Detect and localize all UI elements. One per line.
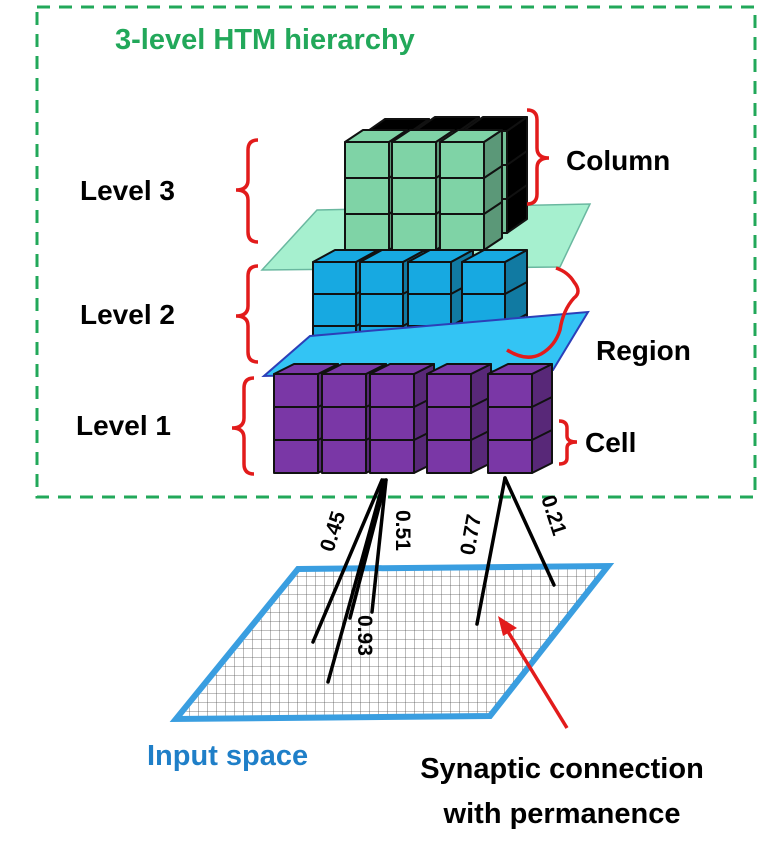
cell-cube bbox=[321, 373, 367, 408]
level2-bracket bbox=[235, 264, 259, 364]
cell-bracket bbox=[558, 419, 578, 466]
column-bracket bbox=[526, 108, 550, 206]
level1-label: Level 1 bbox=[76, 410, 171, 441]
cell-cube bbox=[487, 373, 533, 408]
cell-cube bbox=[439, 213, 485, 251]
cell-cube bbox=[359, 261, 404, 295]
synapse-line bbox=[348, 478, 388, 620]
synapse-caption-line1: Synaptic connection bbox=[420, 753, 704, 785]
cell-cube bbox=[461, 261, 506, 295]
cell-cube bbox=[426, 439, 472, 474]
synapse-arrow bbox=[505, 629, 569, 729]
cell-cube bbox=[391, 213, 437, 251]
synapse-line bbox=[326, 478, 386, 684]
cell-cube bbox=[273, 406, 319, 441]
column-side-face bbox=[483, 129, 503, 251]
synapse-caption-line2: with permanence bbox=[443, 798, 681, 830]
cell-edge bbox=[531, 429, 553, 441]
synapse-line bbox=[475, 476, 507, 626]
cell-edge bbox=[531, 396, 553, 408]
arrow-head-icon bbox=[498, 616, 517, 636]
level3-columns bbox=[344, 116, 528, 251]
synapse-line bbox=[503, 476, 556, 587]
cell-cube bbox=[407, 293, 452, 327]
input-space-grid bbox=[169, 562, 615, 723]
cell-cube bbox=[273, 373, 319, 408]
diagram-title: 3-level HTM hierarchy bbox=[115, 24, 415, 56]
cell-edge bbox=[506, 184, 528, 200]
column-side-face bbox=[506, 116, 528, 234]
cell-cube bbox=[369, 406, 415, 441]
cell-cube bbox=[439, 177, 485, 215]
region-label: Region bbox=[596, 335, 691, 366]
cell-edge bbox=[483, 201, 503, 215]
permanence-value: 0.93 bbox=[353, 615, 376, 656]
permanence-value: 0.21 bbox=[536, 492, 571, 538]
synapse-line bbox=[311, 478, 384, 644]
cell-cube bbox=[487, 406, 533, 441]
permanence-value: 0.77 bbox=[456, 513, 486, 557]
column-label: Column bbox=[566, 145, 670, 176]
cell-cube bbox=[391, 177, 437, 215]
cell-cube bbox=[312, 261, 357, 295]
level1-columns bbox=[273, 363, 553, 474]
cell-cube bbox=[369, 373, 415, 408]
cell-edge bbox=[504, 281, 528, 295]
cell-cube bbox=[426, 373, 472, 408]
cell-cube bbox=[273, 439, 319, 474]
level1-bracket bbox=[231, 376, 255, 476]
permanence-value: 0.45 bbox=[316, 508, 351, 554]
level2-label: Level 2 bbox=[80, 299, 175, 330]
level3-bracket bbox=[235, 138, 259, 244]
cell-cube bbox=[391, 141, 437, 179]
cell-cube bbox=[321, 406, 367, 441]
cell-cube bbox=[359, 293, 404, 327]
cell-cube bbox=[312, 293, 357, 327]
cell-label: Cell bbox=[585, 427, 636, 458]
cell-edge bbox=[506, 150, 528, 166]
cell-cube bbox=[344, 213, 390, 251]
synapse-line bbox=[370, 478, 388, 614]
permanence-value: 0.51 bbox=[391, 510, 414, 551]
synapse-lines bbox=[311, 476, 556, 684]
column-side-face bbox=[531, 363, 553, 474]
cell-cube bbox=[344, 177, 390, 215]
cell-cube bbox=[321, 439, 367, 474]
input-space-label: Input space bbox=[147, 740, 308, 772]
cell-edge bbox=[483, 165, 503, 179]
level3-label: Level 3 bbox=[80, 175, 175, 206]
hierarchy-frame bbox=[35, 5, 757, 499]
cell-cube bbox=[369, 439, 415, 474]
cell-cube bbox=[439, 141, 485, 179]
cell-cube bbox=[344, 141, 390, 179]
cell-cube bbox=[487, 439, 533, 474]
region-bracket bbox=[506, 266, 580, 359]
cell-cube bbox=[426, 406, 472, 441]
cell-cube bbox=[407, 261, 452, 295]
